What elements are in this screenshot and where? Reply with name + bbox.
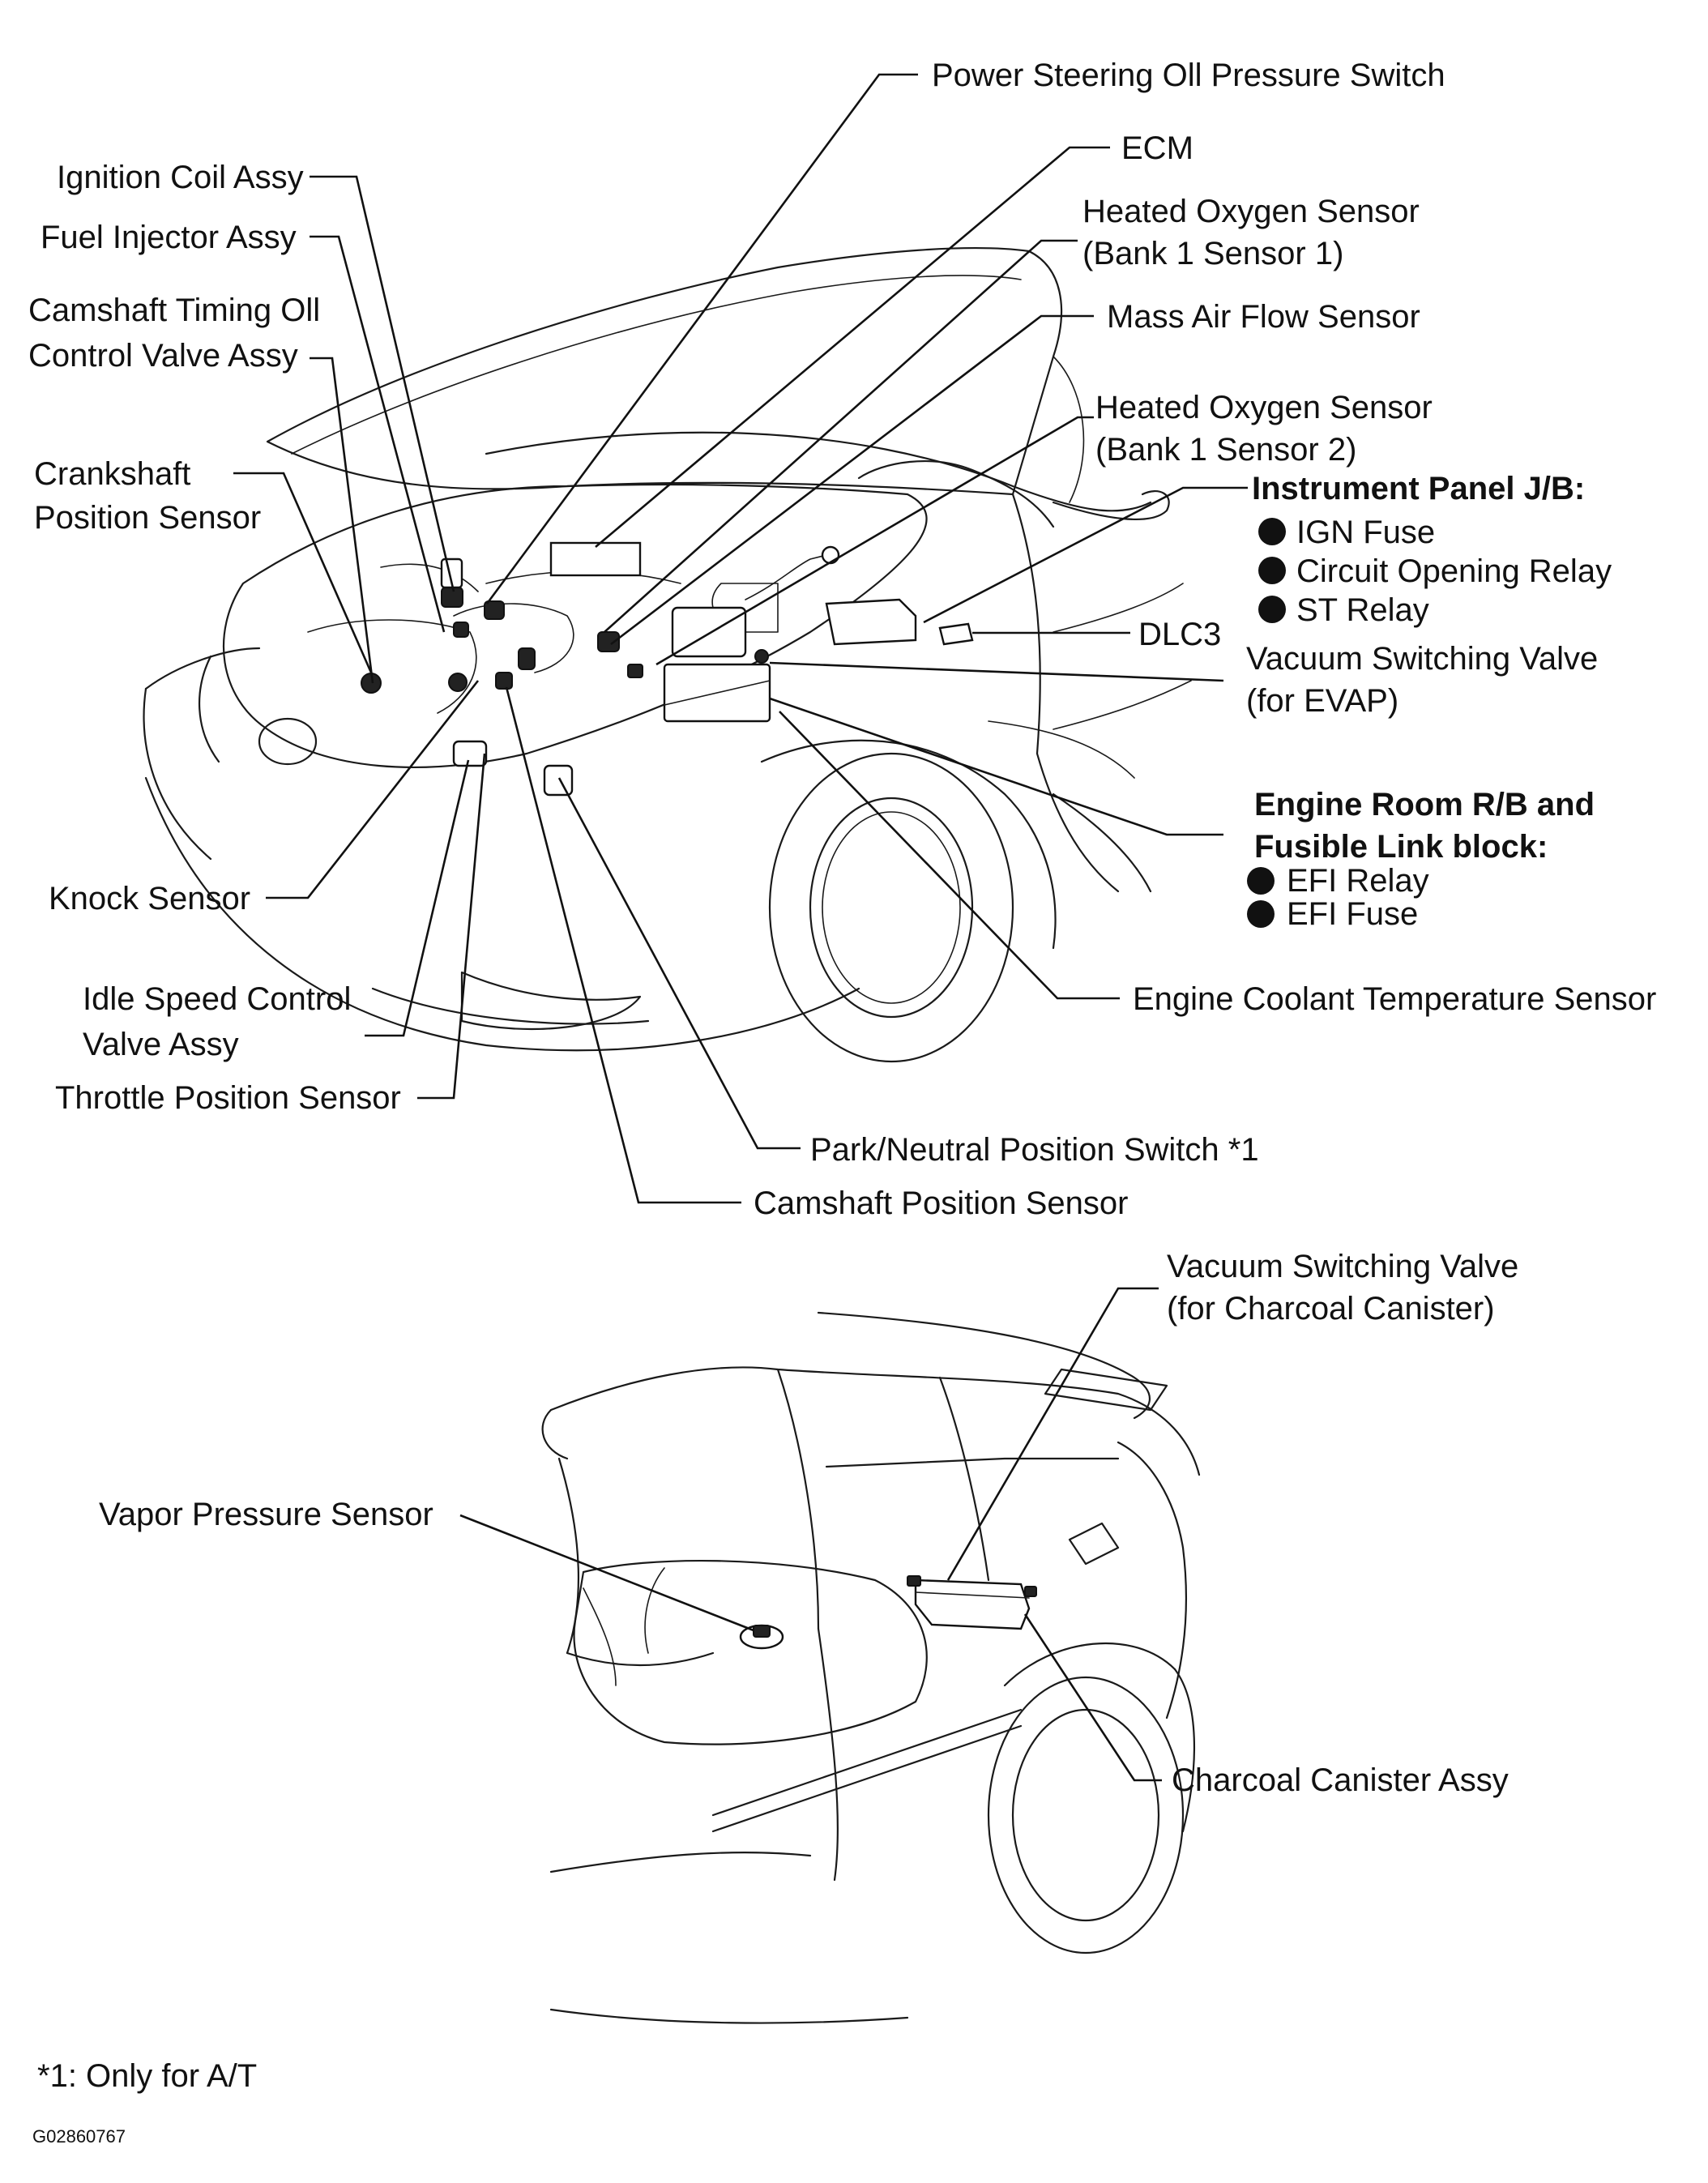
front-wheel	[768, 752, 1014, 1063]
label-engine-room-rb-line2: Fusible Link block:	[1254, 829, 1548, 865]
figure-code: G02860767	[32, 2126, 126, 2147]
label-ho2s2-line1: Heated Oxygen Sensor	[1095, 390, 1433, 425]
charcoal-canister-box	[914, 1579, 1031, 1630]
label-engine-room-rb-line1: Engine Room R/B and	[1254, 787, 1595, 822]
rear-labels: Vacuum Switching Valve (for Charcoal Can…	[99, 1249, 1518, 1798]
rear-car-illustration	[541, 1311, 1201, 2024]
label-cam-timing-line1: Camshaft Timing Oll	[28, 293, 320, 328]
label-vsv-cc-line1: Vacuum Switching Valve	[1167, 1249, 1518, 1284]
label-ho2s1-line2: (Bank 1 Sensor 1)	[1082, 236, 1343, 271]
label-isc-line1: Idle Speed Control	[83, 981, 351, 1017]
bullet-icon	[1258, 596, 1286, 623]
label-vsv-cc-line2: (for Charcoal Canister)	[1167, 1291, 1495, 1326]
instrument-panel-jb	[825, 598, 917, 646]
bullet-icon	[1258, 557, 1286, 584]
label-fuel-injector: Fuel Injector Assy	[41, 220, 297, 255]
rear-body-outline	[549, 1366, 1201, 1476]
label-crankshaft-line1: Crankshaft	[34, 456, 190, 492]
label-ign-fuse: IGN Fuse	[1296, 515, 1435, 550]
rear-wheel	[987, 1676, 1185, 1954]
label-crankshaft-line2: Position Sensor	[34, 500, 261, 536]
label-cmp-sensor: Camshaft Position Sensor	[754, 1185, 1128, 1221]
label-vsv-evap-line2: (for EVAP)	[1246, 683, 1398, 719]
rear-leader-lines	[459, 1287, 1162, 1782]
label-efi-fuse: EFI Fuse	[1287, 896, 1418, 932]
label-st-relay: ST Relay	[1296, 592, 1429, 628]
front-labels: Power Steering Oll Pressure Switch ECM H…	[28, 58, 1656, 1221]
bullet-icon	[1258, 518, 1286, 545]
label-instrument-panel-jb: Instrument Panel J/B:	[1252, 471, 1585, 506]
label-charcoal-canister: Charcoal Canister Assy	[1172, 1762, 1509, 1798]
label-vapor-pressure-sensor: Vapor Pressure Sensor	[99, 1497, 433, 1532]
label-power-steering-switch: Power Steering Oll Pressure Switch	[932, 58, 1445, 93]
front-leader-lines	[233, 73, 1248, 1204]
label-ho2s1-line1: Heated Oxygen Sensor	[1082, 194, 1420, 229]
bullet-icon	[1247, 867, 1275, 895]
ecm-box	[549, 541, 642, 577]
label-isc-line2: Valve Assy	[83, 1027, 239, 1062]
label-vsv-evap-line1: Vacuum Switching Valve	[1246, 641, 1598, 677]
bullet-icon	[1247, 900, 1275, 928]
label-efi-relay: EFI Relay	[1287, 863, 1429, 899]
hood-outline	[266, 246, 1063, 496]
front-car-illustration	[143, 246, 1192, 1063]
label-knock-sensor: Knock Sensor	[49, 881, 250, 916]
fuel-tank-outline	[573, 1559, 928, 1745]
label-cam-timing-line2: Control Valve Assy	[28, 338, 298, 374]
label-circuit-opening-relay: Circuit Opening Relay	[1296, 553, 1612, 589]
dlc3-connector	[938, 622, 974, 646]
label-pnp-switch: Park/Neutral Position Switch *1	[810, 1132, 1259, 1168]
label-ho2s2-line2: (Bank 1 Sensor 2)	[1095, 432, 1356, 468]
label-dlc3: DLC3	[1138, 617, 1221, 652]
label-maf-sensor: Mass Air Flow Sensor	[1107, 299, 1420, 335]
footnote: *1: Only for A/T	[37, 2058, 257, 2094]
label-ecm: ECM	[1121, 130, 1193, 166]
label-ignition-coil: Ignition Coil Assy	[57, 160, 304, 195]
label-ect-sensor: Engine Coolant Temperature Sensor	[1133, 981, 1656, 1017]
label-tps: Throttle Position Sensor	[55, 1080, 401, 1116]
